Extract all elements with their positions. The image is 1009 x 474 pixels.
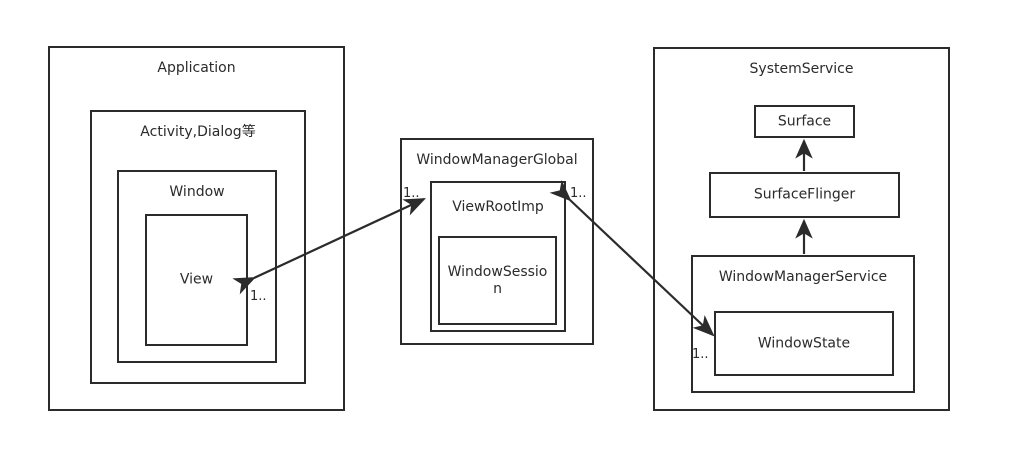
node-window-manager-service-label: WindowManagerService: [718, 269, 888, 285]
multiplicity-window-state-side: 1..: [692, 347, 709, 362]
multiplicity-view-root-imp-left: 1..: [403, 186, 420, 201]
node-view-root-imp-label: ViewRootImp: [452, 199, 544, 215]
node-window-session: WindowSessio n: [438, 236, 557, 325]
multiplicity-view-side: 1..: [250, 289, 267, 304]
node-window-manager-global-label: WindowManagerGlobal: [416, 152, 578, 168]
node-surface-label: Surface: [777, 113, 832, 129]
node-surface-flinger: SurfaceFlinger: [709, 172, 900, 218]
node-surface: Surface: [754, 105, 855, 138]
node-window-state: WindowState: [714, 311, 894, 376]
node-application-label: Application: [157, 60, 236, 76]
node-surface-flinger-label: SurfaceFlinger: [753, 186, 856, 203]
node-system-service-label: SystemService: [749, 61, 854, 77]
node-window-label: Window: [169, 184, 225, 200]
node-view: View: [145, 214, 248, 346]
node-activity-dialog-label: Activity,Dialog等: [140, 124, 256, 140]
node-window-state-label: WindowState: [757, 335, 851, 351]
node-window-session-label: WindowSessio n: [447, 263, 548, 297]
multiplicity-view-root-imp-right: 1..: [570, 186, 587, 201]
node-view-label: View: [179, 271, 214, 288]
